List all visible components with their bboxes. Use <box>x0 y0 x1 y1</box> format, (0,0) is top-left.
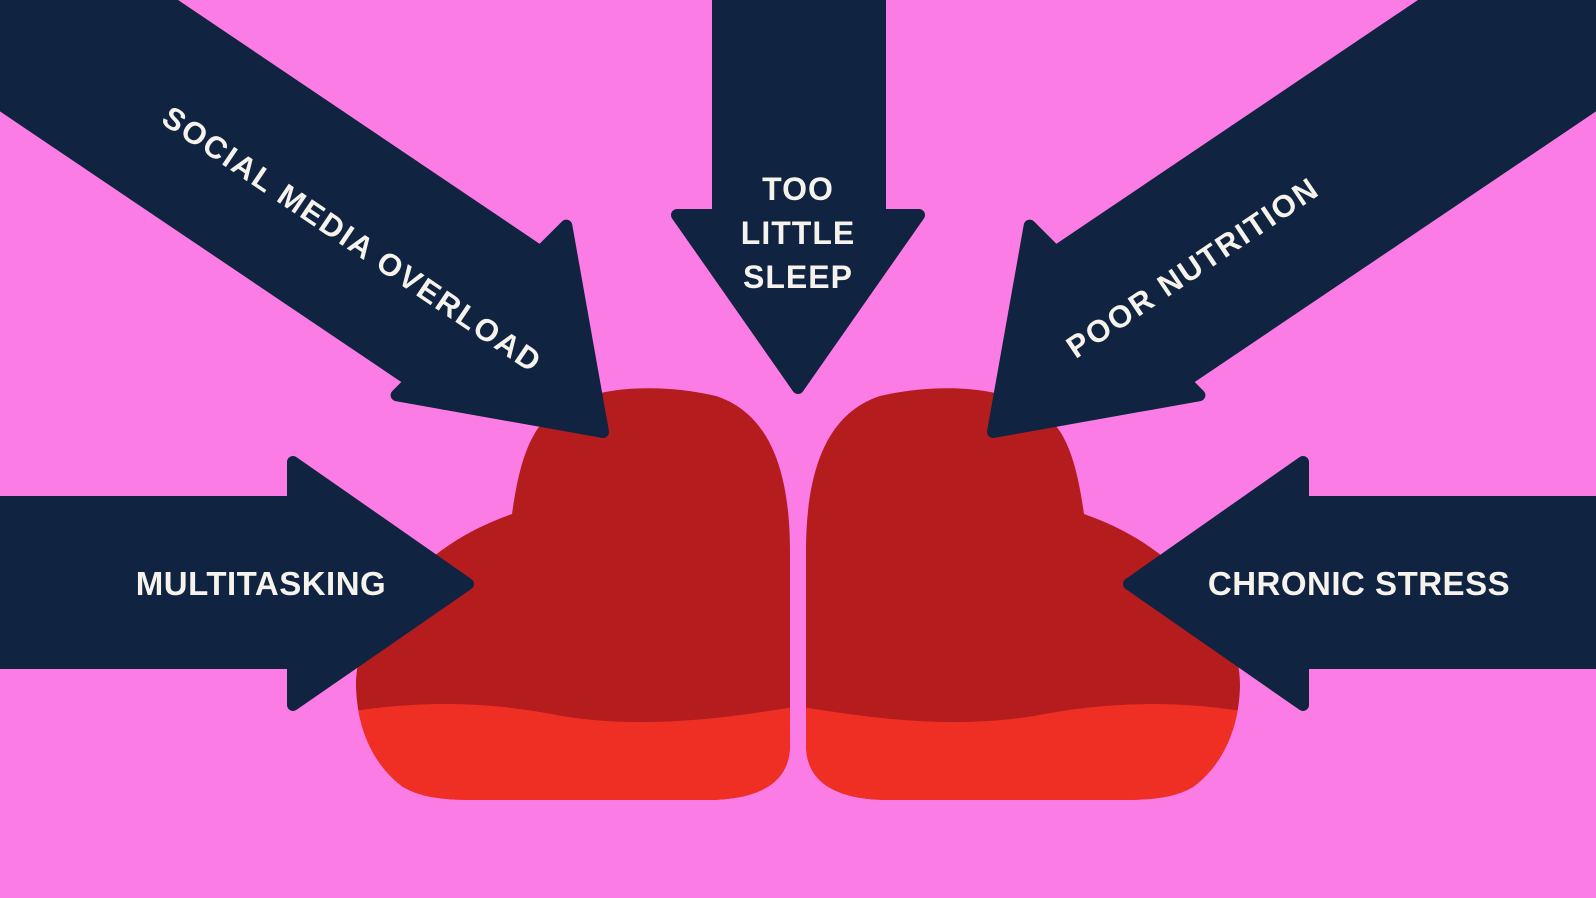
too-little-sleep-arrow <box>671 0 925 394</box>
poor-nutrition-arrow <box>987 0 1596 438</box>
multitasking-arrow-head <box>287 456 474 711</box>
brain-right-lower-band <box>806 704 1240 800</box>
poor-nutrition-arrow-head <box>987 219 1206 438</box>
too-little-sleep-arrow-head <box>671 209 925 394</box>
brain-right-hemisphere <box>806 388 1240 800</box>
chronic-stress-arrow <box>1123 456 1596 711</box>
multitasking-arrow-shaft <box>0 496 299 669</box>
multitasking-arrow <box>0 456 474 711</box>
social-media-overload-arrow-head <box>390 219 609 438</box>
brain-right-hemisphere-shape <box>806 388 1240 800</box>
too-little-sleep-arrow-shaft <box>712 0 886 222</box>
brain-left-hemisphere-shape <box>356 388 790 800</box>
chronic-stress-arrow-shaft <box>1297 496 1596 669</box>
chronic-stress-arrow-head <box>1123 456 1309 711</box>
brain-left-lower-band <box>356 704 790 800</box>
brain-left-hemisphere <box>356 388 790 800</box>
social-media-overload-arrow <box>0 0 609 438</box>
